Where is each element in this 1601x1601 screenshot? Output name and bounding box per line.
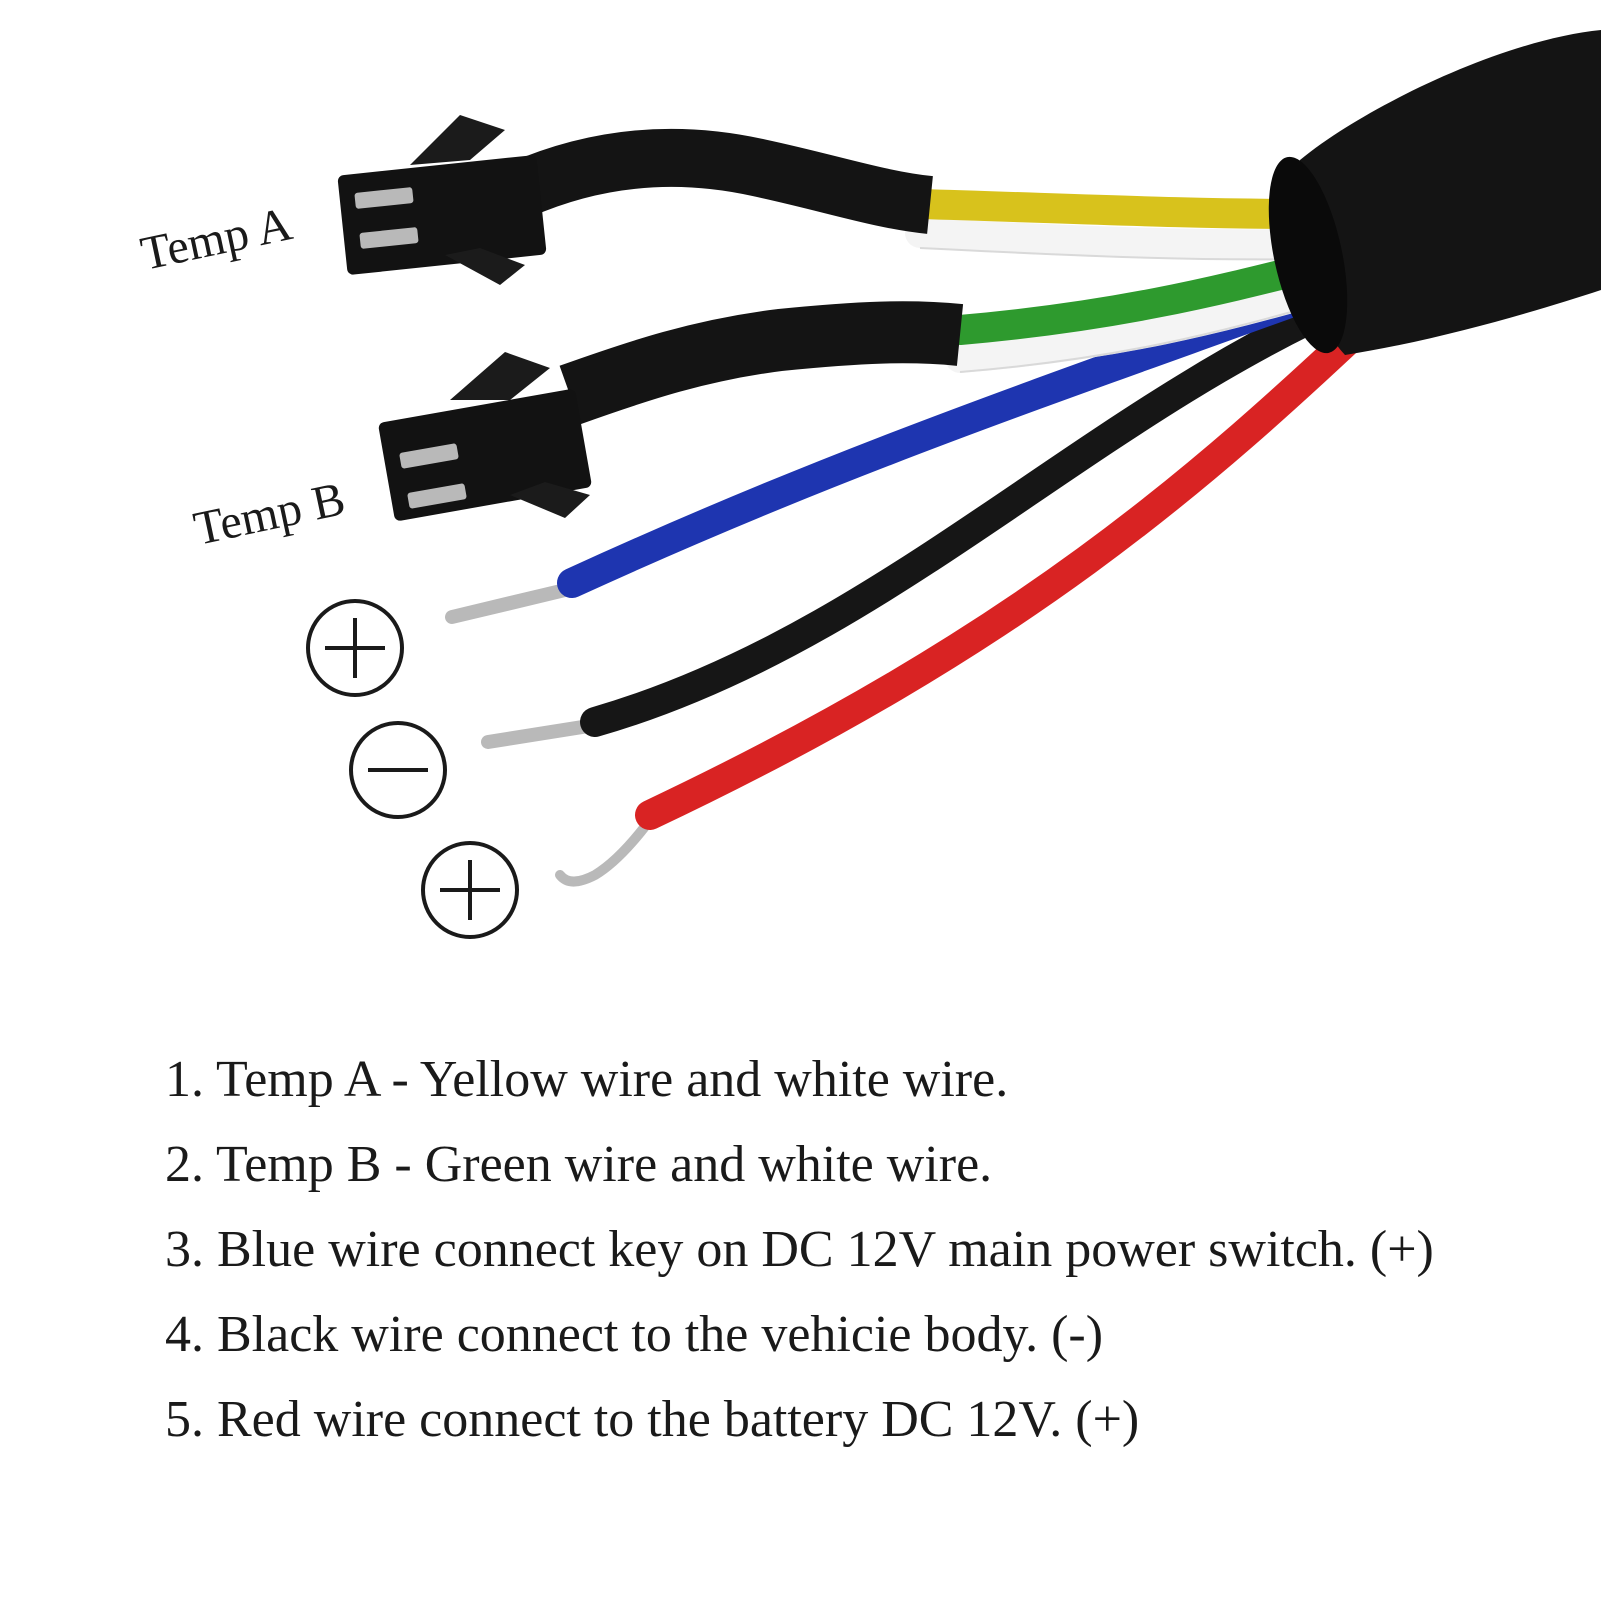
cable-sheath-opening [1268,156,1348,354]
temp-b-white-wire-edge [959,303,1321,373]
legend-item: 1. Temp A - Yellow wire and white wire. [165,1051,1009,1108]
legend-item: 4. Black wire connect to the vehicie bod… [165,1306,1104,1363]
blue-wire-tip [445,583,572,624]
red-wire [635,295,1395,830]
temp-a-white-wire [905,218,1325,260]
temp-a-yellow-wire [905,189,1325,229]
blue-positive-symbol [306,599,404,697]
cable-sheath [1289,30,1601,355]
temp-a-heatshrink [508,128,934,234]
red-positive-symbol [421,841,519,939]
black-wire [580,285,1365,737]
wiring-legend: 1. Temp A - Yellow wire and white wire. … [165,1050,1434,1475]
temp-b-connector [378,352,592,521]
black-negative-symbol [349,721,447,819]
temp-b-heatshrink [559,301,964,425]
legend-item: 3. Blue wire connect key on DC 12V main … [165,1221,1434,1278]
red-wire-tip [555,815,655,887]
temp-b-white-wire [945,275,1335,373]
legend-item: 5. Red wire connect to the battery DC 12… [165,1391,1140,1448]
black-wire-tip [481,718,602,749]
temp-b-label: Temp B [189,472,349,556]
temp-a-connector [337,115,547,285]
cable-illustration: Temp A Temp B [136,30,1601,939]
legend-item: 2. Temp B - Green wire and white wire. [165,1136,993,1193]
temp-a-label: Temp A [136,197,297,281]
temp-a-white-wire-edge [919,247,1311,261]
